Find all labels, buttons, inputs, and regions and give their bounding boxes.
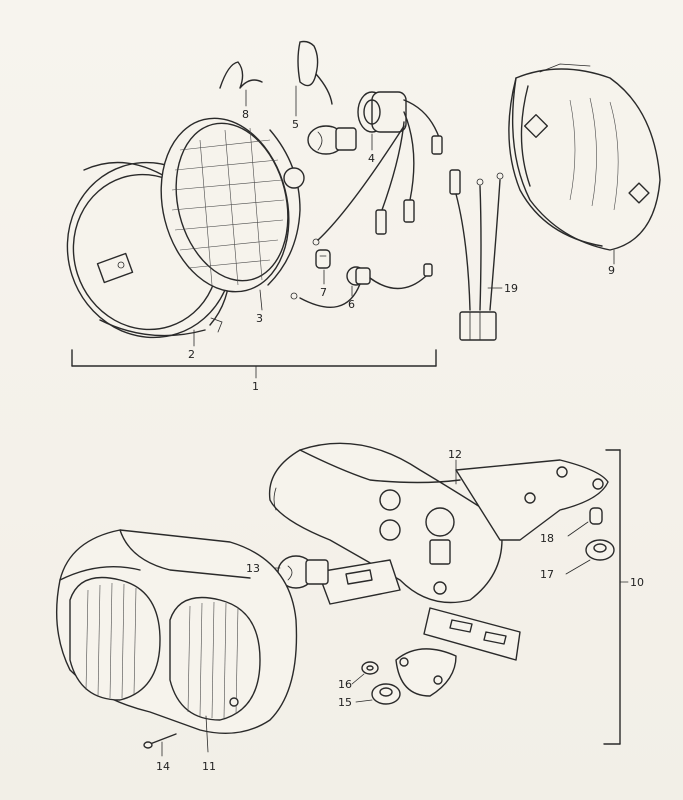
spring-clip xyxy=(219,61,263,89)
lens-screw xyxy=(143,733,177,749)
label-16: 16 xyxy=(338,678,352,691)
label-7: 7 xyxy=(320,286,327,299)
label-2: 2 xyxy=(188,348,195,361)
label-5: 5 xyxy=(292,118,299,131)
label-18: 18 xyxy=(540,532,554,545)
label-3: 3 xyxy=(256,312,263,325)
leader-17 xyxy=(565,559,591,575)
leader-16 xyxy=(351,673,365,685)
label-15: 15 xyxy=(338,696,352,709)
assembly-bracket-1 xyxy=(71,349,437,379)
tail-lens xyxy=(56,529,298,735)
label-12: 12 xyxy=(448,448,462,461)
headlight-bulb xyxy=(297,40,357,155)
label-13: 13 xyxy=(246,562,260,575)
label-9: 9 xyxy=(608,264,615,277)
tail-bulb xyxy=(277,555,329,589)
label-8: 8 xyxy=(242,108,249,121)
label-10: 10 xyxy=(630,576,644,589)
headlight-shell xyxy=(508,63,661,251)
label-17: 17 xyxy=(540,568,554,581)
grommet-17 xyxy=(585,539,615,561)
pilot-socket xyxy=(290,263,433,308)
taillight-housing xyxy=(268,442,609,604)
assembly-bracket-10 xyxy=(603,449,629,745)
mounting-bracket xyxy=(317,559,521,697)
leader-11 xyxy=(205,715,209,753)
label-11: 11 xyxy=(202,760,216,773)
spacer-18 xyxy=(589,507,603,525)
label-6: 6 xyxy=(348,298,355,311)
label-1: 1 xyxy=(252,380,259,393)
label-19: 19 xyxy=(504,282,518,295)
leader-15 xyxy=(355,699,373,703)
headlight-lens xyxy=(160,117,305,293)
leader-3 xyxy=(259,289,263,311)
wiring-harness xyxy=(449,169,504,341)
grommet-15 xyxy=(371,683,401,705)
label-4: 4 xyxy=(368,152,375,165)
spacer-16 xyxy=(361,661,379,675)
leader-18 xyxy=(567,521,589,537)
bulb-socket xyxy=(312,91,443,246)
label-14: 14 xyxy=(156,760,170,773)
pilot-bulb xyxy=(315,249,331,269)
